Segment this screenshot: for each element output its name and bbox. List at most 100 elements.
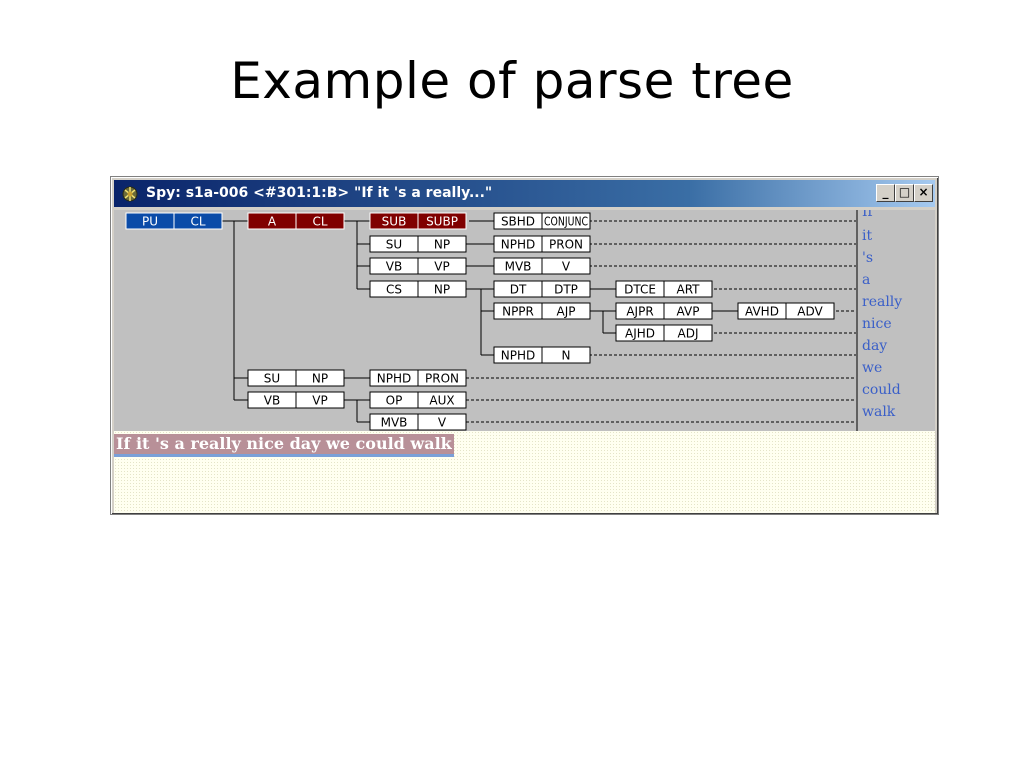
node-cat-box (295, 212, 345, 230)
node-func-label: SUB (382, 215, 407, 229)
node-cat-box (541, 235, 591, 253)
window-title: Spy: s1a-006 <#301:1:B> "If it 's a real… (146, 185, 493, 201)
node-cat-label: NP (312, 372, 328, 386)
node-cat-label: VP (434, 260, 449, 274)
node-cat-label: ADV (797, 305, 823, 319)
tree-node-n8[interactable]: MVB V (493, 257, 591, 275)
word-5[interactable]: nice (862, 316, 892, 332)
word-4[interactable]: really (862, 294, 903, 310)
node-func-label: MVB (505, 260, 532, 274)
node-func-label: NPHD (377, 372, 411, 386)
tree-node-n7[interactable]: VB VP (369, 257, 467, 275)
node-func-label: NPHD (501, 349, 535, 363)
node-cat-label: AUX (429, 394, 454, 408)
tree-connectors (221, 220, 738, 423)
close-button[interactable]: × (914, 184, 933, 202)
node-cat-label: V (438, 416, 447, 430)
node-func-label: AJPR (626, 305, 653, 319)
word-3[interactable]: a (862, 272, 871, 288)
tree-node-n3[interactable]: SUB SUBP (369, 212, 467, 230)
node-func-label: DTCE (624, 283, 656, 297)
node-cat-box (417, 235, 467, 253)
node-cat-box (417, 413, 467, 431)
node-cat-label: PRON (425, 372, 459, 386)
node-cat-label: VP (312, 394, 327, 408)
node-cat-box (541, 346, 591, 364)
word-2[interactable]: 's (862, 250, 874, 266)
maximize-button[interactable]: □ (895, 184, 914, 202)
node-cat-box (417, 257, 467, 275)
node-cat-label: NP (434, 238, 450, 252)
tree-node-n11[interactable]: DTCE ART (615, 280, 713, 298)
node-func-label: AVHD (745, 305, 779, 319)
node-cat-box (417, 212, 467, 230)
node-cat-box (785, 302, 835, 320)
tree-node-n1[interactable]: PU CL (125, 212, 223, 230)
node-func-label: SBHD (501, 215, 535, 229)
node-cat-label: CONJUNC (544, 215, 588, 229)
node-cat-label: SUBP (426, 215, 458, 229)
node-cat-box (541, 302, 591, 320)
tree-node-n16[interactable]: NPHD N (493, 346, 591, 364)
node-func-label: MVB (381, 416, 408, 430)
node-cat-box (295, 391, 345, 409)
node-func-label: CS (386, 283, 402, 297)
word-leaders (466, 220, 856, 423)
tree-node-n20[interactable]: OP AUX (369, 391, 467, 409)
tree-node-n15[interactable]: AJHD ADJ (615, 324, 713, 342)
sentence-text[interactable]: If it 's a really nice day we could walk (114, 434, 454, 457)
word-1[interactable]: it (862, 228, 873, 244)
spy-window: Spy: s1a-006 <#301:1:B> "If it 's a real… (110, 176, 939, 515)
node-cat-label: ART (676, 283, 700, 297)
tree-node-n4[interactable]: SBHD CONJUNC (493, 212, 591, 230)
word-6[interactable]: day (862, 338, 888, 354)
tree-node-n14[interactable]: AVHD ADV (737, 302, 835, 320)
node-cat-box (417, 369, 467, 387)
node-cat-label: CL (190, 215, 205, 229)
node-cat-label: DTP (554, 283, 578, 297)
node-cat-box (663, 280, 713, 298)
node-func-label: A (268, 215, 277, 229)
app-icon (122, 186, 138, 202)
node-cat-label: AJP (557, 305, 576, 319)
tree-node-n21[interactable]: MVB V (369, 413, 467, 431)
node-cat-label: AVP (677, 305, 700, 319)
tree-node-n12[interactable]: NPPR AJP (493, 302, 591, 320)
node-func-label: NPPR (502, 305, 534, 319)
node-cat-box (417, 280, 467, 298)
node-func-label: VB (264, 394, 280, 408)
window-titlebar[interactable]: Spy: s1a-006 <#301:1:B> "If it 's a real… (114, 180, 935, 207)
word-8[interactable]: could (862, 382, 901, 398)
tree-node-n18[interactable]: NPHD PRON (369, 369, 467, 387)
node-func-label: PU (142, 215, 158, 229)
node-func-label: VB (386, 260, 402, 274)
node-cat-box (173, 212, 223, 230)
node-cat-box (295, 369, 345, 387)
sentence-pane[interactable]: If it 's a really nice day we could walk (114, 431, 935, 513)
node-cat-box (663, 302, 713, 320)
node-func-label: OP (386, 394, 403, 408)
minimize-button[interactable]: _ (876, 184, 895, 202)
node-cat-box (663, 324, 713, 342)
node-cat-box (541, 257, 591, 275)
tree-node-n13[interactable]: AJPR AVP (615, 302, 713, 320)
slide-title: Example of parse tree (230, 52, 794, 110)
tree-node-n19[interactable]: VB VP (247, 391, 345, 409)
word-7[interactable]: we (862, 360, 883, 376)
word-0[interactable]: If (862, 210, 873, 220)
node-cat-label: N (562, 349, 571, 363)
node-func-label: AJHD (625, 327, 655, 341)
node-cat-box (417, 391, 467, 409)
node-cat-label: V (562, 260, 571, 274)
node-cat-label: ADJ (678, 327, 699, 341)
word-9[interactable]: walk (862, 404, 896, 420)
